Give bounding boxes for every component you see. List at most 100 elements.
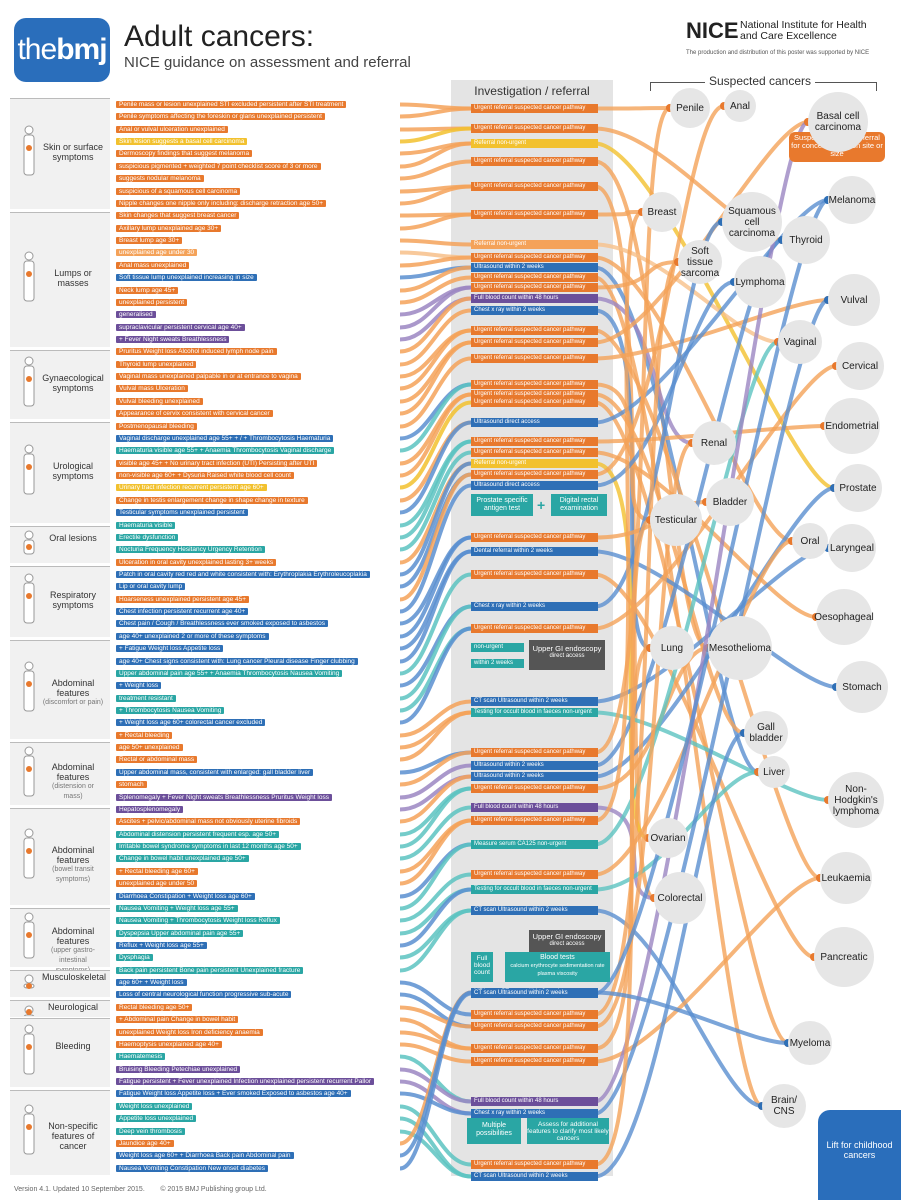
upper-gi-note-2: direct access xyxy=(549,941,585,947)
referral-connector xyxy=(594,572,815,959)
referral-connector xyxy=(594,518,651,1167)
symptom-text: Vaginal mass unexplained palpable in or … xyxy=(116,373,301,380)
body-figure-icon xyxy=(16,250,42,310)
referral-box: Urgent referral suspected cancer pathway xyxy=(471,1057,598,1066)
referral-box: Urgent referral suspected cancer pathway xyxy=(471,157,598,166)
symptom-text: Anal mass unexplained xyxy=(116,262,190,269)
symptom-text: Irritable bowel syndrome symptoms in las… xyxy=(116,843,301,850)
symptom-row: Splenomegaly + Fever Night sweats Breath… xyxy=(116,793,446,802)
symptom-text: Nausea Vomiting + Thrombocytosis Weight … xyxy=(116,917,280,924)
symptom-row: Penile symptoms affecting the foreskin o… xyxy=(116,112,446,121)
symptom-row: suspicious pigmented + weighted 7 point … xyxy=(116,162,446,171)
symptom-text: suspicious of a squamous cell carcinoma xyxy=(116,188,241,195)
nice-note: The production and distribution of this … xyxy=(686,50,870,56)
symptom-connector xyxy=(399,1091,472,1116)
referral-connector xyxy=(594,731,745,1179)
symptom-text: Testicular symptoms unexplained persiste… xyxy=(116,509,248,516)
symptom-row: Hoarseness unexplained persistent age 45… xyxy=(116,595,446,604)
symptom-row: Rectal bleeding age 50+ xyxy=(116,1003,446,1012)
symptom-group: Neurological xyxy=(10,1000,110,1020)
referral-box: Urgent referral suspected cancer pathway xyxy=(471,1022,598,1031)
psa-box: Prostate specific antigen test xyxy=(471,494,533,516)
referral-connector xyxy=(594,908,763,1108)
cancer-node: Non-Hodgkin's lymphoma xyxy=(828,772,884,828)
referral-box: Urgent referral suspected cancer pathway xyxy=(471,870,598,879)
symptom-connector xyxy=(399,774,472,824)
body-figure-icon xyxy=(16,1103,42,1163)
symptom-connector xyxy=(399,265,472,293)
group-title: Abdominal features xyxy=(51,845,95,865)
symptom-text: unexplained Weight loss Iron deficiency … xyxy=(116,1029,263,1036)
symptom-text: + Rectal bleeding age 60+ xyxy=(116,868,198,875)
symptom-row: Nausea Vomiting + Thrombocytosis Weight … xyxy=(116,916,446,925)
symptom-group: Bleeding xyxy=(10,1018,110,1087)
symptom-text: Loss of central neurological function pr… xyxy=(116,991,292,998)
symptom-row: + Rectal bleeding xyxy=(116,731,446,740)
symptom-group: Gynaecological symptoms xyxy=(10,350,110,419)
symptom-text: Anal or vulval ulceration unexplained xyxy=(116,126,228,133)
symptom-text: Ascites + pelvic/abdominal mass not obvi… xyxy=(116,818,301,825)
group-label: Oral lesions xyxy=(42,533,104,543)
symptom-text: unexplained age under 30 xyxy=(116,249,198,256)
page-title: Adult cancers: xyxy=(124,20,315,53)
symptom-text: stomach xyxy=(116,781,147,788)
referral-box: Referral non-urgent xyxy=(471,240,598,249)
symptom-connector xyxy=(399,308,472,367)
symptom-text: Lip or oral cavity lump xyxy=(116,583,186,590)
footer-version: Version 4.1. Updated 10 September 2015. xyxy=(14,1186,145,1193)
symptom-text: Dysphagia xyxy=(116,954,153,961)
symptom-connector xyxy=(399,699,472,738)
cancer-node: Vaginal xyxy=(778,320,822,364)
symptom-text: + Weight loss age 60+ colorectal cancer … xyxy=(116,719,266,726)
symptom-connector xyxy=(399,710,472,762)
group-title: Lumps or masses xyxy=(54,268,92,288)
symptom-row: Erectile dysfunction xyxy=(116,533,446,542)
referral-box: Full blood count within 48 hours xyxy=(471,1097,598,1106)
referral-box: Urgent referral suspected cancer pathway xyxy=(471,570,598,579)
symptom-row: Nausea Vomiting Constipation New onset d… xyxy=(116,1164,446,1173)
cancer-node: Renal xyxy=(692,421,736,465)
plus-icon: + xyxy=(537,497,546,513)
blood-tests-box: Blood tests calcium erythrocyte sediment… xyxy=(505,952,610,982)
cancer-node: Laryngeal xyxy=(828,524,876,572)
symptom-row: Dysphagia xyxy=(116,953,446,962)
lift-childhood-cancers[interactable]: Lift for childhood cancers xyxy=(818,1110,901,1200)
symptom-row: Reflux + Weight loss age 55+ xyxy=(116,941,446,950)
referral-box: Urgent referral suspected cancer pathway xyxy=(471,470,598,479)
symptom-text: Rectal or abdominal mass xyxy=(116,756,198,763)
symptom-row: treatment resistant xyxy=(116,694,446,703)
symptom-text: Pruritus Weight loss Alcohol induced lym… xyxy=(116,348,277,355)
suspected-title: Suspected cancers xyxy=(660,74,860,88)
symptom-row: Bruising Bleeding Petechiae unexplained xyxy=(116,1065,446,1074)
symptom-row: Urinary tract infection recurrent persis… xyxy=(116,483,446,492)
symptom-text: suggests nodular melanoma xyxy=(116,175,204,182)
group-subtitle: (discomfort or pain) xyxy=(42,699,104,706)
symptom-text: age 60+ + Weight loss xyxy=(116,979,187,986)
symptom-group: Abdominal features(upper gastro-intestin… xyxy=(10,908,110,974)
symptom-connector xyxy=(399,275,472,305)
symptom-row: Jaundice age 40+ xyxy=(116,1139,446,1148)
symptom-connector xyxy=(399,763,472,800)
nice-logo: NICE xyxy=(686,18,739,43)
multiple-possibilities-box: Multiple possibilities xyxy=(467,1118,521,1144)
cancer-node: Breast xyxy=(642,192,682,232)
symptom-connector xyxy=(399,887,472,948)
symptom-text: + Abdominal pain Change in bowel habit xyxy=(116,1016,239,1023)
referral-connector xyxy=(594,210,643,217)
body-figure-icon xyxy=(16,745,42,803)
cancer-node: Endometrial xyxy=(824,398,880,454)
referral-box: Ultrasound direct access xyxy=(471,481,598,490)
symptom-row: supraclavicular persistent cervical age … xyxy=(116,323,446,332)
referral-box: Urgent referral suspected cancer pathway xyxy=(471,210,598,219)
symptom-text: Vulval bleeding unexplained xyxy=(116,398,203,405)
referral-connector xyxy=(594,450,817,619)
cancer-node: Mesothelioma xyxy=(708,616,772,680)
symptom-row: Dermoscopy findings that suggest melanom… xyxy=(116,149,446,158)
symptom-connector xyxy=(399,255,472,268)
page-subtitle: NICE guidance on assessment and referral xyxy=(124,54,411,71)
symptom-connector xyxy=(399,1104,472,1167)
cancer-node: Pancreatic xyxy=(814,927,874,987)
symptom-text: Change in testis enlargement change in s… xyxy=(116,497,308,504)
symptom-text: Nausea Vomiting + Weight loss age 55+ xyxy=(116,905,238,912)
